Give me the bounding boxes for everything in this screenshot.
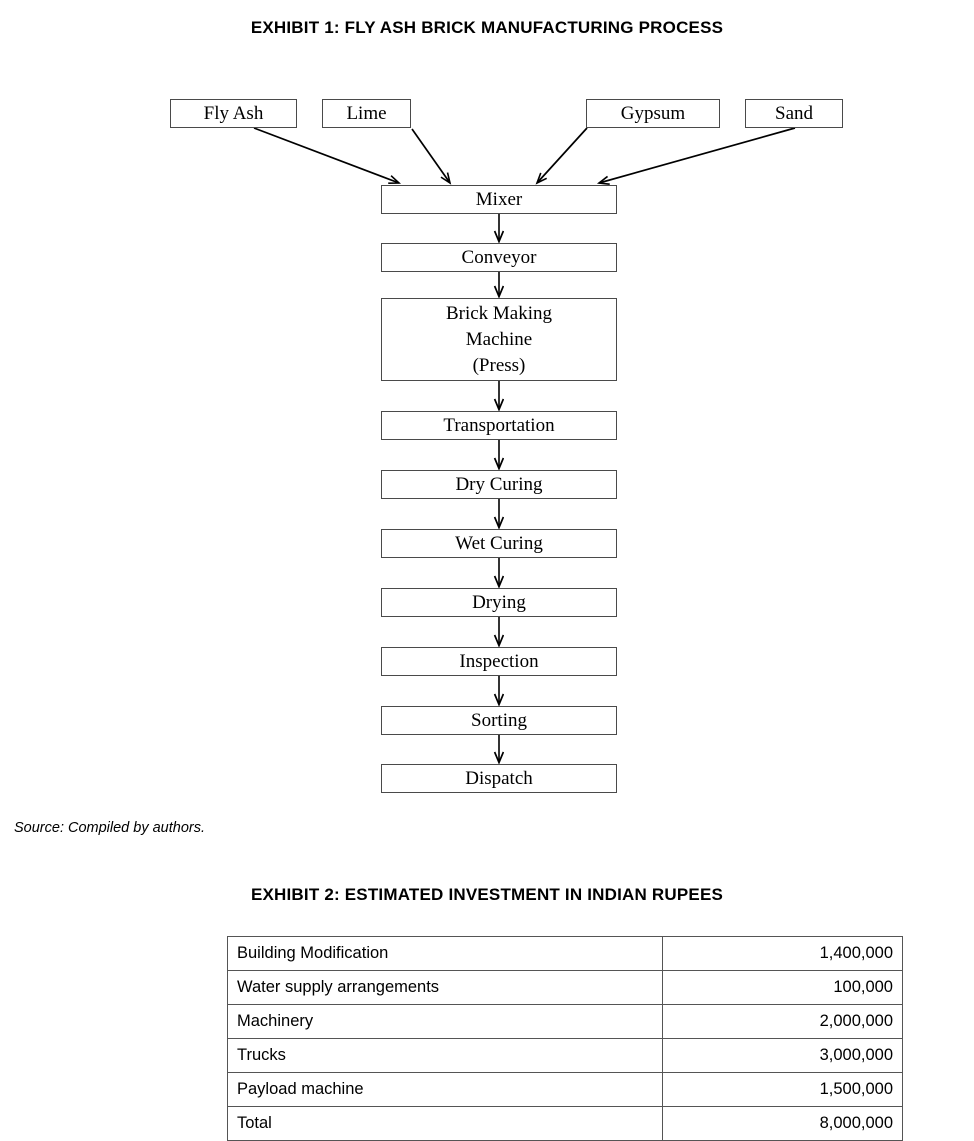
node-fly-ash-label: Fly Ash xyxy=(203,102,264,124)
node-brick-making-line2: Machine xyxy=(465,328,533,350)
investment-item-cell: Building Modification xyxy=(227,936,663,971)
node-gypsum: Gypsum xyxy=(586,99,720,128)
node-drying: Drying xyxy=(381,588,617,617)
source-note: Source: Compiled by authors. xyxy=(14,820,206,836)
node-dry-curing-label: Dry Curing xyxy=(455,473,543,495)
node-fly-ash: Fly Ash xyxy=(170,99,297,128)
node-mixer-label: Mixer xyxy=(475,188,523,210)
investment-amount-cell: 2,000,000 xyxy=(662,1004,903,1039)
node-sand: Sand xyxy=(745,99,843,128)
node-dispatch-label: Dispatch xyxy=(465,767,533,789)
node-sorting: Sorting xyxy=(381,706,617,735)
investment-item-cell: Water supply arrangements xyxy=(227,970,663,1005)
investment-item-cell: Payload machine xyxy=(227,1072,663,1107)
node-sorting-label: Sorting xyxy=(471,709,527,731)
node-brick-making-line1: Brick Making xyxy=(445,302,553,324)
node-mixer: Mixer xyxy=(381,185,617,214)
node-lime-label: Lime xyxy=(346,102,387,124)
investment-amount-cell: 100,000 xyxy=(662,970,903,1005)
arrow-sand-to-mixer xyxy=(596,127,796,185)
node-inspection: Inspection xyxy=(381,647,617,676)
investment-amount-cell: 1,400,000 xyxy=(662,936,903,971)
node-drying-label: Drying xyxy=(472,591,526,613)
node-conveyor-label: Conveyor xyxy=(461,246,537,268)
node-dispatch: Dispatch xyxy=(381,764,617,793)
investment-amount-cell: 8,000,000 xyxy=(662,1106,903,1141)
node-wet-curing-label: Wet Curing xyxy=(455,532,543,554)
node-wet-curing: Wet Curing xyxy=(381,529,617,558)
node-dry-curing: Dry Curing xyxy=(381,470,617,499)
investment-amount-cell: 3,000,000 xyxy=(662,1038,903,1073)
node-transportation: Transportation xyxy=(381,411,617,440)
investment-amount-cell: 1,500,000 xyxy=(662,1072,903,1107)
flowchart-diagram: Fly Ash Lime Gypsum Sand Mixer Conveyor … xyxy=(170,99,843,810)
node-gypsum-label: Gypsum xyxy=(620,102,686,124)
arrow-lime-to-mixer xyxy=(411,128,452,185)
investment-item-cell: Machinery xyxy=(227,1004,663,1039)
arrow-gypsum-to-mixer xyxy=(535,127,588,185)
node-conveyor: Conveyor xyxy=(381,243,617,272)
exhibit-1-title: EXHIBIT 1: FLY ASH BRICK MANUFACTURING P… xyxy=(250,18,724,37)
exhibit-2-title: EXHIBIT 2: ESTIMATED INVESTMENT IN INDIA… xyxy=(250,885,724,904)
node-brick-making-line3: (Press) xyxy=(472,354,526,376)
flowchart-connectors xyxy=(253,127,796,810)
arrow-flyash-to-mixer xyxy=(253,127,402,184)
investment-item-cell: Trucks xyxy=(227,1038,663,1073)
node-inspection-label: Inspection xyxy=(459,650,539,672)
node-brick-making-machine: Brick Making Machine (Press) xyxy=(381,298,617,381)
node-lime: Lime xyxy=(322,99,411,128)
node-transportation-label: Transportation xyxy=(443,414,555,436)
node-sand-label: Sand xyxy=(775,102,813,124)
investment-item-cell: Total xyxy=(227,1106,663,1141)
